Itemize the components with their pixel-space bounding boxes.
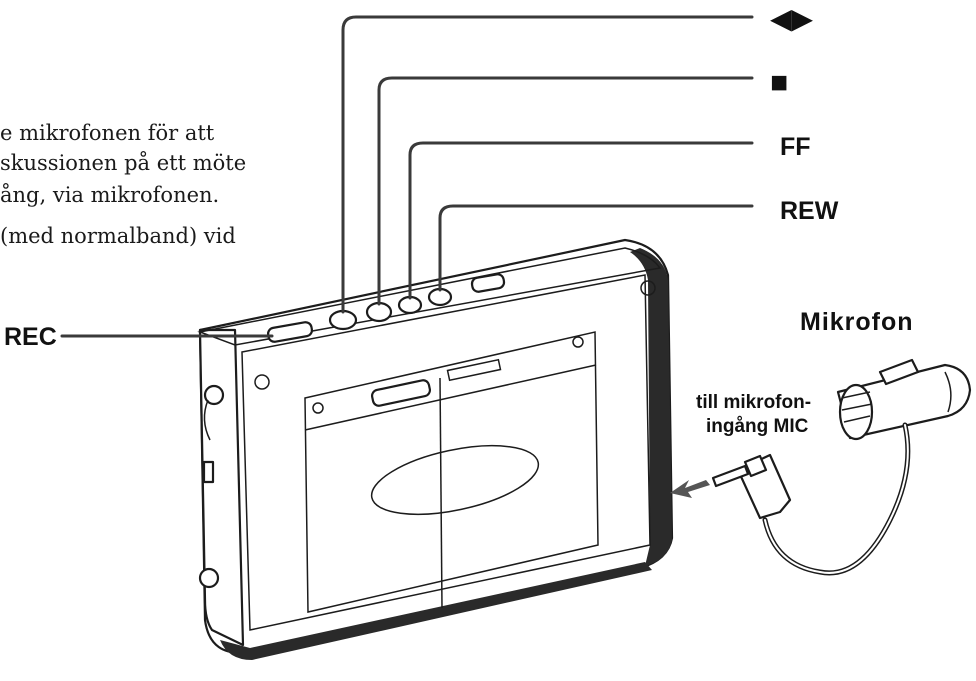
operation-buttons — [328, 287, 453, 331]
mic-input-label-line-1: till mikrofon- — [696, 392, 811, 413]
screw-top-left — [254, 374, 270, 390]
instruction-line-4: (med normalband) vid — [0, 224, 236, 248]
recorder-front-panel — [241, 274, 651, 631]
rew-label: REW — [780, 197, 839, 225]
recorder-top-panel — [197, 247, 662, 346]
recorder-right-edge — [630, 248, 672, 566]
button-labels: ◀▶ ■ FF REW REC — [4, 3, 839, 351]
rec-label: REC — [4, 323, 57, 351]
side-strap — [203, 399, 211, 441]
instruction-line-1: e mikrofonen för att — [0, 121, 215, 145]
side-switch — [202, 460, 215, 484]
instruction-line-3: ång, via mikrofonen. — [0, 183, 219, 207]
mic-plug-pin — [711, 464, 750, 488]
recorder-left-side — [198, 328, 245, 647]
microphone-clip — [878, 358, 920, 386]
cassette-lid-seam — [439, 377, 443, 609]
leader-line-stop — [377, 76, 754, 306]
screw-top-right — [640, 280, 656, 296]
top-right-slider — [470, 273, 506, 293]
side-jack-top — [203, 384, 225, 406]
mic-plug-collar — [743, 454, 768, 478]
instruction-line-2: skussionen på ett möte — [0, 151, 246, 175]
lid-slider — [370, 379, 432, 407]
mic-input-label-line-2: ingång MIC — [706, 416, 809, 437]
leader-line-rew — [438, 204, 754, 292]
screw-lid-left — [312, 402, 324, 414]
microphone-grille — [841, 391, 873, 423]
microphone-end-cap — [944, 371, 952, 413]
instruction-paragraph: e mikrofonen för att skussionen på ett m… — [0, 121, 246, 248]
leader-lines — [60, 15, 754, 338]
stop-label: ■ — [770, 66, 788, 99]
microphone-cable-highlight — [764, 424, 909, 574]
stop-button — [365, 301, 393, 323]
ff-label: FF — [780, 133, 811, 161]
recorder-bottom-edge — [220, 562, 652, 660]
microphone-head — [838, 383, 874, 441]
microphone-label: Mikrofon — [800, 308, 914, 336]
cassette-window — [370, 444, 540, 516]
microphone: Mikrofon till mikrofon- ingång MIC — [670, 308, 972, 576]
side-jack-bottom — [198, 567, 220, 589]
leader-line-ff — [408, 141, 754, 300]
play-label: ◀▶ — [770, 3, 814, 34]
cassette-lid — [304, 331, 599, 613]
play-button — [328, 309, 358, 331]
cassette-recorder — [197, 238, 674, 660]
screw-lid-right — [572, 336, 584, 348]
leader-line-play — [341, 15, 754, 314]
cassette-lid-divider — [304, 364, 597, 431]
lid-label-slot — [446, 358, 502, 382]
insert-arrow — [670, 480, 710, 498]
